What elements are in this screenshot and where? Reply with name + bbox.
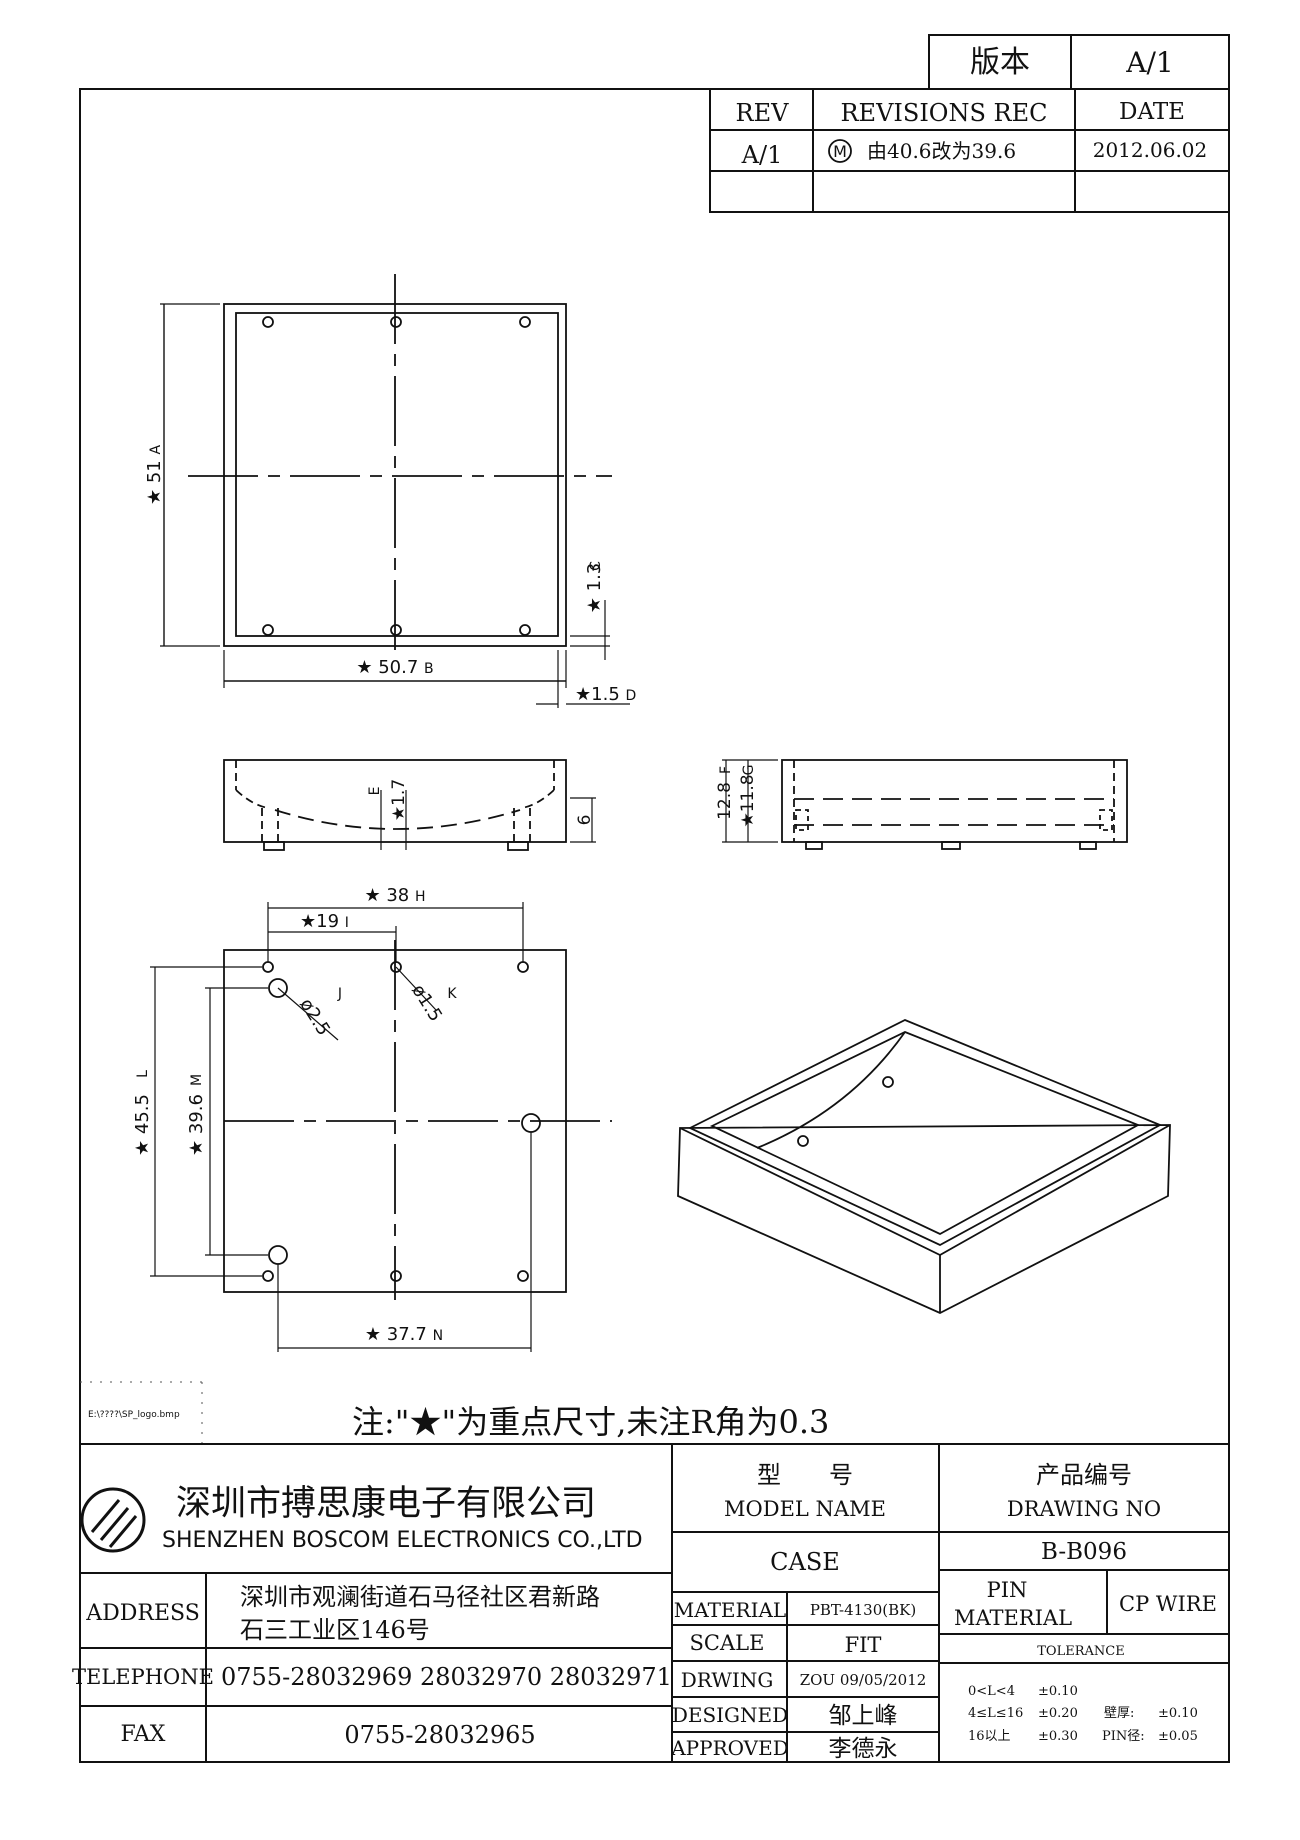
rev-row-mark: M [833,142,847,161]
rev-row-rev: A/1 [741,141,783,169]
dim-m: ★ 39.6 [186,1094,207,1156]
tol-value-2: ±0.20 [1038,1706,1078,1721]
dim-c-mark: C [588,561,604,571]
isometric-view [677,1019,1171,1314]
dim-h: ★ 38 H [364,885,425,906]
dim-b: ★ 50.7 B [356,657,433,678]
model-name-en: MODEL NAME [724,1497,886,1521]
dim-l: ★ 45.5 [132,1094,153,1156]
drawing-no-en: DRAWING NO [1007,1497,1161,1521]
version-label: 版本 [970,45,1030,80]
dim-i-mark: I [345,915,349,931]
company-name-en: SHENZHEN BOSCOM ELECTRONICS CO.,LTD [162,1528,643,1553]
dim-c: ★ 1.3 [584,563,605,614]
note-text: 注:"★"为重点尺寸,未注R角为0.3 [352,1403,829,1441]
top-view [160,274,630,708]
tol-range-3: 16以上 [968,1729,1011,1744]
designed-label: DESIGNED [672,1703,788,1727]
tol-range-2: 4≤L≤16 [968,1706,1023,1721]
fax-value: 0755-28032965 [344,1721,535,1749]
model-value: CASE [770,1548,840,1576]
tol-extra-value-3: ±0.05 [1158,1729,1198,1744]
telephone-label: TELEPHONE [72,1665,214,1689]
bottom-view [150,902,612,1352]
boscom-logo-icon [80,1487,146,1553]
tolerance-table: 0<L<4 ±0.10 4≤L≤16 ±0.20 壁厚: ±0.10 16以上 … [968,1684,1198,1744]
dim-d: ★1.5 D [575,684,636,705]
drwing-value: ZOU 09/05/2012 [800,1671,927,1689]
dim-g-mark: G [741,765,757,776]
drawing-no-value: B-B096 [1041,1539,1127,1565]
fax-label: FAX [121,1722,166,1747]
dim-h-mark: H [415,889,426,905]
tol-value-3: ±0.30 [1038,1729,1078,1744]
dim-k: ø1.5 [407,981,446,1026]
dim-a-mark: A [148,445,164,455]
dim-j: ø2.5 [295,995,334,1040]
rev-date-header: DATE [1119,99,1185,125]
logo-placeholder [80,1381,210,1444]
dim-f-mark: F [718,766,734,774]
dim-d-mark: D [626,688,637,704]
dim-l-mark: L [135,1070,151,1078]
side-view [722,759,1128,850]
telephone-value: 0755-28032969 28032970 28032971 [221,1663,672,1691]
tolerance-label: TOLERANCE [1037,1644,1124,1659]
dim-a: ★ 51 A [144,445,165,506]
main-frame [79,88,1230,1763]
model-name-cn: 型 号 [757,1461,853,1489]
dim-b-mark: B [424,661,434,677]
tol-extra-label-3: PIN径: [1102,1729,1145,1744]
address-line-1: 深圳市观澜街道石马径社区君新路 [240,1583,600,1611]
rev-row-rec: 由40.6改为39.6 [867,139,1016,163]
material-value: PBT-4130(BK) [810,1601,916,1619]
logo-path: E:\????\SP_logo.bmp [88,1410,180,1420]
dim-6: 6 [575,815,595,826]
front-view [223,759,596,851]
dim-g: ★11.8 [738,774,758,827]
dim-n-mark: N [433,1328,443,1344]
scale-value: FIT [845,1633,882,1657]
tol-extra-label-2: 壁厚: [1104,1706,1134,1721]
revisions-table [709,88,1230,213]
material-label: MATERIAL [674,1598,786,1622]
tol-range-1: 0<L<4 [968,1684,1015,1699]
dim-n: ★ 37.7 N [365,1324,443,1345]
version-value: A/1 [1125,46,1173,79]
dim-k-mark: K [447,986,457,1002]
approved-label: APPROVED [670,1736,789,1760]
scale-label: SCALE [690,1631,765,1655]
pin-value: CP WIRE [1119,1592,1217,1616]
rev-rec-header: REVISIONS REC [840,99,1047,127]
dim-m-mark: M [189,1074,205,1086]
m-mark-icon [828,139,852,163]
dim-e: ★1.7 [389,779,409,821]
drawing-no-cn: 产品编号 [1036,1461,1132,1489]
dim-f: 12.8 [715,782,735,820]
address-label: ADDRESS [85,1601,200,1626]
tol-value-1: ±0.10 [1038,1684,1078,1699]
title-block [80,1443,1229,1762]
tol-extra-value-2: ±0.10 [1158,1706,1198,1721]
rev-header: REV [736,99,790,127]
approved-value: 李德永 [829,1736,898,1762]
pin-label-1: PIN [987,1578,1028,1602]
dim-i: ★19 I [300,911,349,932]
pin-label-2: MATERIAL [954,1606,1072,1630]
address-line-2: 石三工业区146号 [240,1616,430,1644]
company-name-cn: 深圳市搏思康电子有限公司 [176,1484,596,1524]
dim-j-mark: J [337,986,342,1002]
rev-row-date: 2012.06.02 [1093,138,1208,162]
drwing-label: DRWING [681,1668,774,1692]
dim-e-mark: E [367,787,383,796]
designed-value: 邹上峰 [829,1703,898,1729]
